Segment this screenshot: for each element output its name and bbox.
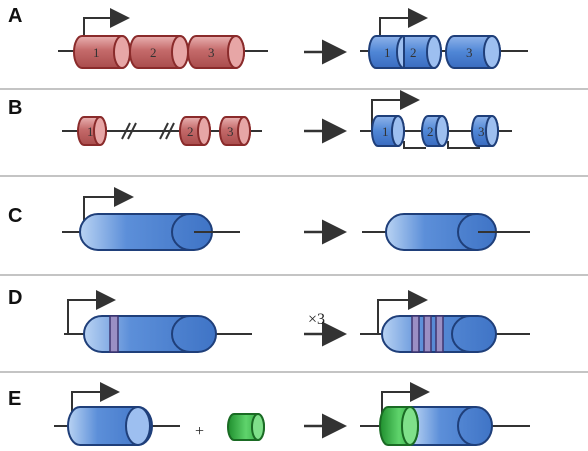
blue-multisegment-gene: 1 2 3 xyxy=(360,8,528,69)
green-tag-segment xyxy=(227,413,265,441)
panel-label-b: B xyxy=(8,97,22,119)
panel-d: D ×3 xyxy=(8,287,530,353)
blue-cylinder-gene xyxy=(54,382,180,446)
panel-label-e: E xyxy=(8,388,21,410)
segment-number: 3 xyxy=(208,45,215,60)
blue-capsule-with-triple-band xyxy=(360,290,530,353)
segment-number: 3 xyxy=(227,124,234,139)
blue-capsule-with-band xyxy=(64,290,252,353)
segment-number: 2 xyxy=(427,124,434,139)
blue-linked-gene: 1 2 3 xyxy=(360,90,512,149)
multiplier-label: ×3 xyxy=(308,311,325,328)
red-split-gene: 1 2 3 xyxy=(62,116,262,146)
repeat-band xyxy=(411,315,420,353)
promoter-arrow-icon xyxy=(67,290,116,334)
segment-number: 1 xyxy=(93,45,100,60)
repeat-band xyxy=(435,315,444,353)
blue-capsule-gene-no-promoter xyxy=(362,213,530,251)
break-mark-icon xyxy=(127,122,137,140)
promoter-arrow-icon xyxy=(377,290,428,334)
panel-c: C xyxy=(8,187,530,251)
panel-label-c: C xyxy=(8,205,22,227)
panel-label-d: D xyxy=(8,287,22,309)
segment-number: 2 xyxy=(150,45,157,60)
break-mark-icon xyxy=(121,122,131,140)
plus-operator: + xyxy=(195,423,204,440)
segment-number: 1 xyxy=(384,45,391,60)
panel-a: A 1 2 3 1 2 xyxy=(8,5,528,69)
repeat-band xyxy=(423,315,432,353)
panel-e: E + xyxy=(8,382,530,446)
panel-b: B 1 2 3 xyxy=(8,90,512,149)
segment-number: 1 xyxy=(382,124,389,139)
segment-number: 1 xyxy=(87,124,94,139)
segment-number: 2 xyxy=(187,124,194,139)
fused-gene xyxy=(360,382,530,446)
segment-number: 2 xyxy=(410,45,417,60)
blue-capsule-gene xyxy=(62,187,240,251)
segment-number: 3 xyxy=(478,124,485,139)
panel-label-a: A xyxy=(8,5,22,27)
repeat-band xyxy=(109,315,119,353)
break-mark-icon xyxy=(159,122,169,140)
segment-number: 3 xyxy=(466,45,473,60)
red-multisegment-gene: 1 2 3 xyxy=(58,8,268,69)
break-mark-icon xyxy=(165,122,175,140)
promoter-arrow-icon xyxy=(371,90,420,131)
